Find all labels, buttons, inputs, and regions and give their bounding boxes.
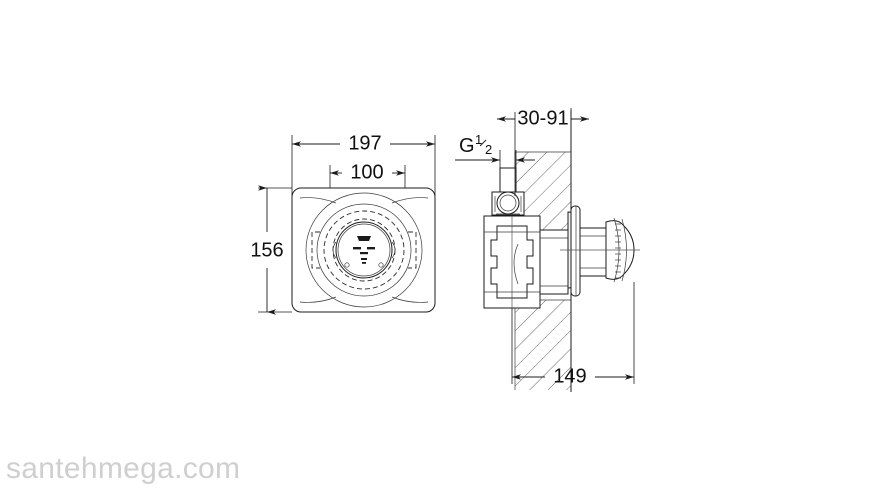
knob-symbol-lower xyxy=(361,258,367,260)
handle-knob-group[interactable] xyxy=(560,217,640,283)
inlet-pipe-stem xyxy=(499,167,517,193)
knob-symbol-center xyxy=(360,252,368,255)
knob-lug-right xyxy=(391,241,396,259)
thread-label-g-half: G 1 2 xyxy=(459,132,492,157)
thread-label-prefix: G xyxy=(459,135,475,157)
valve-cartridge-profile xyxy=(490,225,534,299)
dim-label-197: 197 xyxy=(348,132,381,154)
hidden-mount-tab-right xyxy=(408,231,417,269)
handle-knurl-teeth xyxy=(615,223,621,279)
thread-label-denominator: 2 xyxy=(485,142,492,157)
thread-label-numerator: 1 xyxy=(475,132,482,147)
site-watermark: santehmega.com xyxy=(6,452,241,485)
plate-mid-ring xyxy=(316,203,412,297)
dim-label-156: 156 xyxy=(250,239,283,261)
spindle-sleeve-body xyxy=(539,229,569,295)
control-knob-inner-edge xyxy=(337,223,391,277)
knob-symbol-mid-right xyxy=(367,247,375,250)
knob-screw-right xyxy=(378,262,384,268)
handle-stem-group xyxy=(579,227,607,277)
valve-internal-curve xyxy=(513,243,519,285)
knob-screw-left xyxy=(344,262,350,268)
hidden-mount-tab-left xyxy=(311,231,320,269)
inlet-connector-group xyxy=(491,167,525,216)
escutcheon-cover-plate xyxy=(570,205,581,297)
thread-label-fraction-slash xyxy=(479,139,487,147)
hidden-body-ring xyxy=(323,210,405,290)
escutcheon-flange-group xyxy=(567,205,581,297)
dim-label-149: 149 xyxy=(553,365,586,387)
knob-symbol-mid-left xyxy=(353,247,361,250)
handle-stem-body xyxy=(579,227,607,277)
control-knob-disc[interactable] xyxy=(335,221,393,279)
inlet-coupling-bore-inner xyxy=(499,194,517,212)
dim-label-30-91: 30-91 xyxy=(517,107,568,129)
side-section-view-group xyxy=(455,108,640,392)
knob-symbol-top xyxy=(357,236,371,241)
front-view-group xyxy=(258,135,436,315)
plate-outer-ring xyxy=(305,192,423,308)
spindle-sleeve-group xyxy=(539,229,569,295)
knob-symbol-lower-small xyxy=(362,262,366,264)
wall-hatch-lower xyxy=(515,300,571,390)
valve-body-group xyxy=(483,215,541,309)
knob-lug-left xyxy=(332,241,337,259)
inlet-coupling-body xyxy=(491,191,525,216)
dim-label-100: 100 xyxy=(350,161,383,183)
